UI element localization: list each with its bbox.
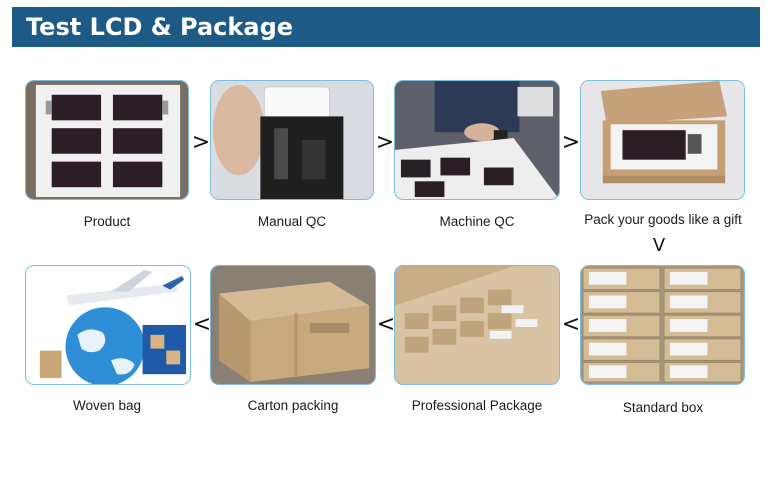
arrow-right-3: >	[561, 130, 581, 155]
arrow-down: V	[652, 235, 666, 256]
gift-pack-caption: Pack your goods like a gift	[584, 212, 742, 227]
arrow-left-2: <	[376, 312, 396, 337]
page-title: Test LCD & Package	[26, 13, 294, 41]
woven-bag-photo	[25, 265, 191, 385]
arrow-right-1: >	[191, 130, 211, 155]
arrow-left-1: <	[561, 312, 581, 337]
carton-packing-caption: Carton packing	[247, 398, 339, 413]
machine-qc-caption: Machine QC	[439, 214, 515, 229]
professional-package-caption: Professional Package	[411, 398, 543, 413]
professional-package-photo	[394, 265, 560, 385]
standard-box-photo	[580, 265, 745, 385]
gift-pack-photo	[580, 80, 745, 200]
woven-bag-caption: Woven bag	[72, 398, 142, 413]
product-photo	[25, 80, 189, 200]
machine-qc-photo	[394, 80, 560, 200]
standard-box-caption: Standard box	[622, 400, 704, 415]
arrow-left-3: <	[192, 312, 212, 337]
carton-packing-photo	[210, 265, 376, 385]
arrow-right-2: >	[375, 130, 395, 155]
product-caption: Product	[83, 214, 131, 229]
manual-qc-caption: Manual QC	[257, 214, 327, 229]
manual-qc-photo	[210, 80, 374, 200]
page-title-banner: Test LCD & Package	[12, 7, 760, 47]
